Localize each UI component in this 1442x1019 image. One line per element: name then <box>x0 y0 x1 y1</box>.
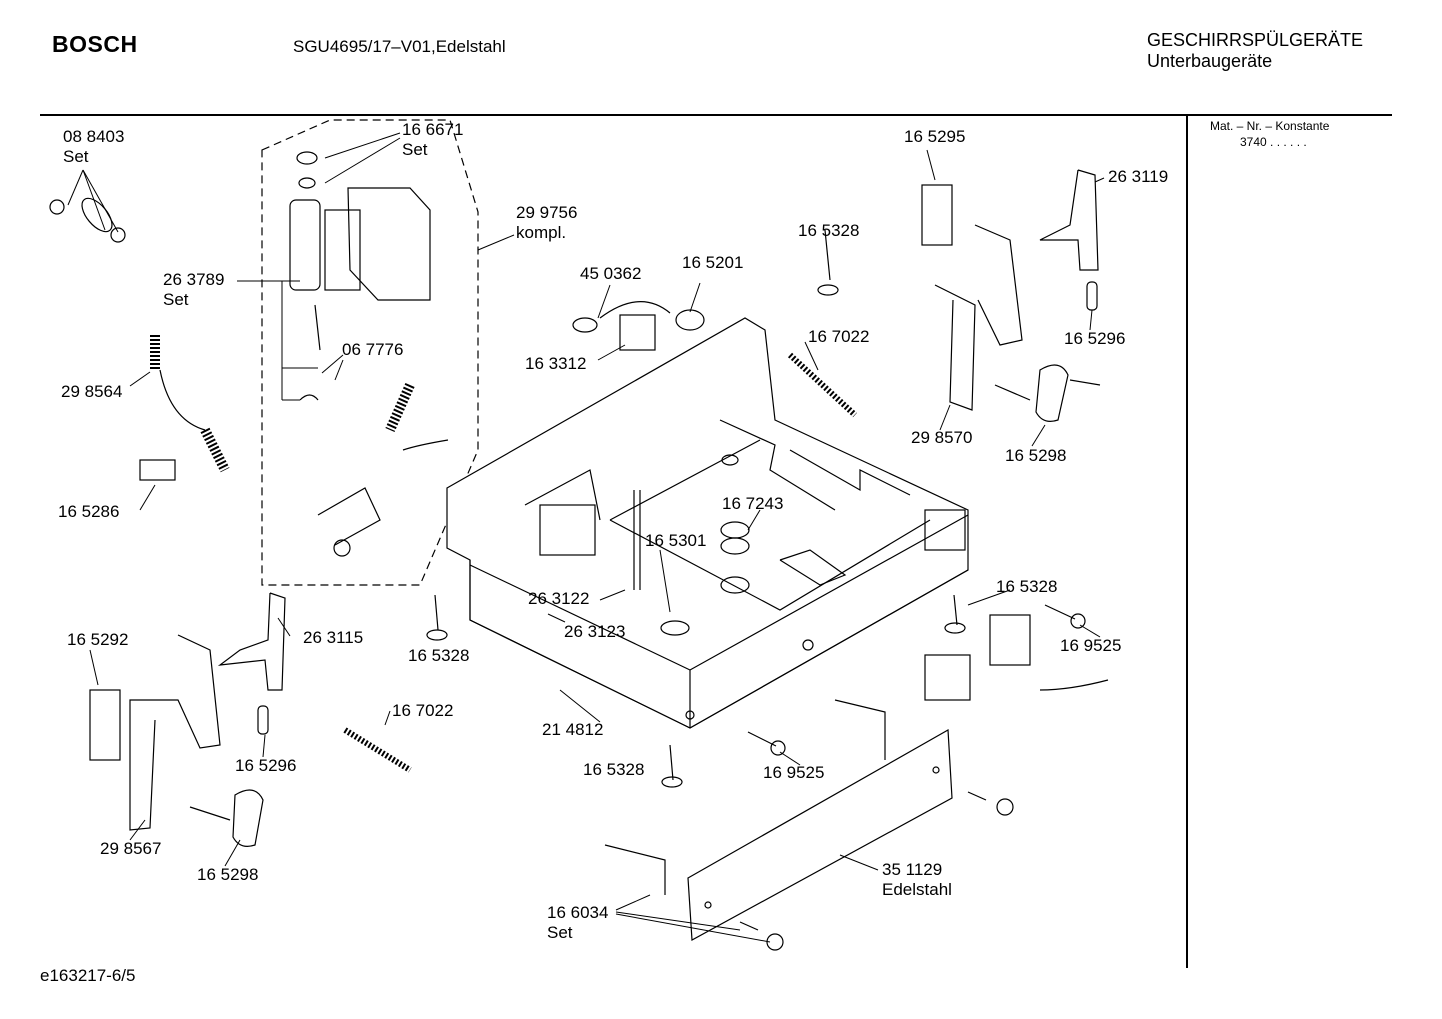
part-label-450362: 45 0362 <box>580 264 642 283</box>
part-label-165328-top: 16 5328 <box>798 221 860 240</box>
part-label-165328-right: 16 5328 <box>996 577 1058 596</box>
part-label-263122: 26 3122 <box>528 589 590 608</box>
drawing-code: e163217-6/5 <box>40 966 136 985</box>
category-block: GESCHIRRSPÜLGERÄTE Unterbaugeräte <box>1147 30 1363 72</box>
model-title: SGU4695/17–V01,Edelstahl <box>293 37 506 56</box>
part-label-298567: 29 8567 <box>100 839 162 858</box>
header-divider <box>40 114 1392 116</box>
front-panel-shape <box>687 729 953 941</box>
part-label-263115: 26 3115 <box>303 628 364 647</box>
base-tub-shape <box>446 317 969 729</box>
brand-logo: BOSCH <box>52 31 138 57</box>
part-label-263119: 26 3119 <box>1108 167 1169 186</box>
material-number-value: 3740 . . . . . . <box>1240 135 1307 149</box>
part-label-165328-left: 16 5328 <box>408 646 470 665</box>
spring-parts <box>150 335 858 773</box>
part-label-165296-left: 16 5296 <box>235 756 297 775</box>
part-label-298570: 29 8570 <box>911 428 973 447</box>
part-label-169525-bottom: 16 9525 <box>763 763 825 782</box>
kit-boundary <box>261 119 479 586</box>
right-bracket-assembly <box>921 169 1101 422</box>
category-line1: GESCHIRRSPÜLGERÄTE <box>1147 30 1364 50</box>
material-number-title: Mat. – Nr. – Konstante <box>1210 119 1330 133</box>
part-label-165298-right: 16 5298 <box>1005 446 1067 465</box>
part-label-165286: 16 5286 <box>58 502 120 521</box>
part-label-214812: 21 4812 <box>542 720 604 739</box>
part-label-165328-bottom: 16 5328 <box>583 760 645 779</box>
small-parts <box>49 197 1109 951</box>
part-label-165301: 16 5301 <box>645 531 707 550</box>
part-label-165298-left: 16 5298 <box>197 865 259 884</box>
part-label-163312: 16 3312 <box>525 354 587 373</box>
part-label-165201: 16 5201 <box>682 253 744 272</box>
part-label-169525-right: 16 9525 <box>1060 636 1122 655</box>
part-label-167022-bottom: 16 7022 <box>392 701 454 720</box>
part-label-167243: 16 7243 <box>722 494 784 513</box>
left-bracket-assembly <box>89 592 286 847</box>
part-label-167022-top: 16 7022 <box>808 327 870 346</box>
part-label-263123: 26 3123 <box>564 622 626 641</box>
leader-lines <box>67 132 1105 943</box>
part-label-165292: 16 5292 <box>67 630 129 649</box>
part-label-165296-right: 16 5296 <box>1064 329 1126 348</box>
part-label-067776: 06 7776 <box>342 340 404 359</box>
part-label-165295: 16 5295 <box>904 127 966 146</box>
part-label-298564: 29 8564 <box>61 382 123 401</box>
category-line2: Unterbaugeräte <box>1147 51 1273 71</box>
side-divider <box>1186 116 1188 968</box>
pump-assembly <box>289 151 449 557</box>
